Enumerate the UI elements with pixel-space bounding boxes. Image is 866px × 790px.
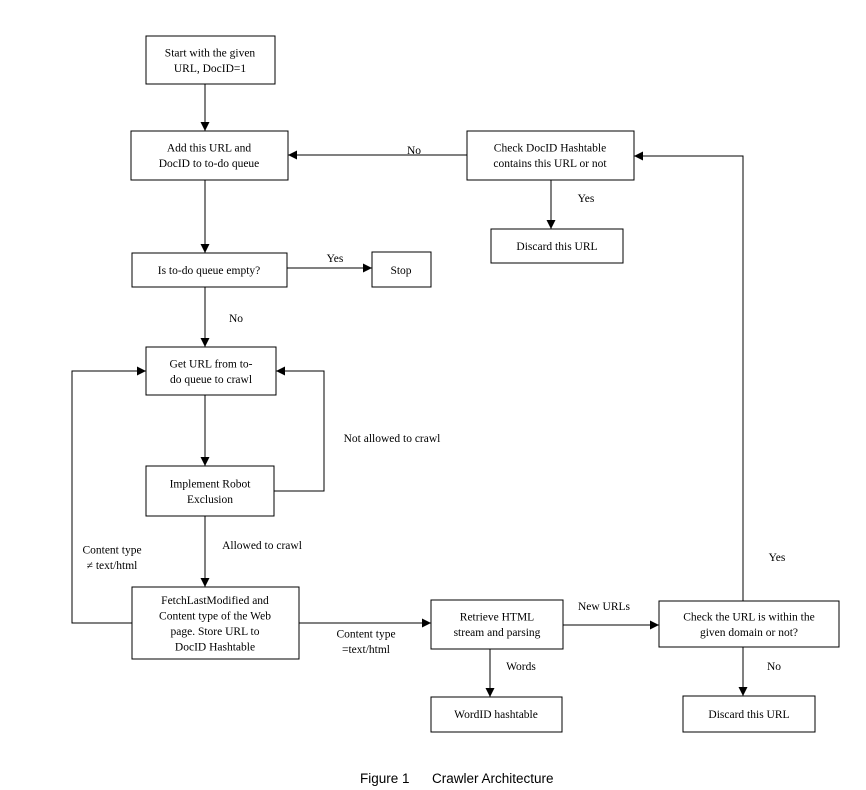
label-check-no: No — [407, 145, 421, 157]
edge-labels: No Yes Yes No Not allowed to crawl Allow… — [82, 145, 785, 673]
wordid-text-line: WordID hashtable — [454, 709, 538, 721]
label-domain-yes-line: Yes — [769, 552, 786, 564]
stop-text: Stop — [390, 265, 411, 277]
label-allowed: Allowed to crawl — [222, 540, 302, 552]
discard-bottom-text: Discard this URL — [708, 709, 789, 721]
fetch-text-line: FetchLastModified and — [161, 595, 269, 607]
label-domain-yes: Yes — [769, 552, 786, 564]
figure-caption: Figure 1 Crawler Architecture — [360, 771, 554, 786]
get-url-text-line: do queue to crawl — [170, 374, 252, 386]
add-url-text-line: DocID to to-do queue — [159, 158, 260, 170]
label-words: Words — [506, 661, 536, 673]
discard-bottom-text-line: Discard this URL — [708, 709, 789, 721]
add-url-box — [130, 130, 289, 181]
label-content-html-line: =text/html — [342, 644, 390, 656]
label-queue-no: No — [229, 313, 243, 325]
stop-box — [371, 251, 432, 288]
label-words-line: Words — [506, 661, 536, 673]
caption-figure-number: Figure 1 — [360, 771, 410, 786]
edge-domain-to-check-yes — [634, 151, 744, 601]
fetch-box — [131, 586, 300, 660]
label-content-not-html-line: Content type — [82, 544, 141, 556]
discard-bottom-box — [682, 695, 816, 733]
label-new-urls: New URLs — [578, 601, 631, 613]
edges — [71, 84, 748, 697]
check-docid-text: Check DocID Hashtable contains this URL o… — [493, 142, 607, 170]
label-check-yes-line: Yes — [578, 193, 595, 205]
queue-empty-box — [131, 252, 288, 288]
check-domain-text-line: given domain or not? — [700, 627, 798, 639]
start-box — [145, 35, 276, 85]
retrieve-text-line: stream and parsing — [454, 627, 541, 639]
fetch-text-line: page. Store URL to — [170, 626, 259, 638]
label-domain-no-line: No — [767, 661, 781, 673]
discard-top-box — [490, 228, 624, 264]
stop-text-line: Stop — [390, 265, 411, 277]
label-domain-no: No — [767, 661, 781, 673]
label-check-no-line: No — [407, 145, 421, 157]
start-text-line: Start with the given — [165, 47, 256, 59]
node-boxes — [130, 35, 840, 733]
start-text-line: URL, DocID=1 — [174, 63, 247, 75]
label-new-urls-line: New URLs — [578, 601, 631, 613]
add-url-text-line: Add this URL and — [167, 142, 251, 154]
get-url-text: Get URL from to-do queue to crawl — [170, 358, 253, 386]
label-content-html-line: Content type — [336, 628, 395, 640]
caption-title: Crawler Architecture — [432, 771, 554, 786]
discard-top-text: Discard this URL — [516, 241, 597, 253]
label-content-not-html: Content type ≠ text/html — [82, 544, 141, 572]
label-not-allowed-line: Not allowed to crawl — [344, 433, 441, 445]
label-queue-yes: Yes — [327, 253, 344, 265]
edge-robot-to-get-not-allowed — [274, 366, 325, 492]
check-docid-box — [466, 130, 635, 181]
check-domain-text-line: Check the URL is within the — [683, 611, 815, 623]
check-domain-text: Check the URL is within the given domain … — [683, 611, 815, 639]
robot-text-line: Implement Robot — [170, 478, 252, 490]
label-check-yes: Yes — [578, 193, 595, 205]
get-url-text-line: Get URL from to- — [170, 358, 253, 370]
fetch-text-line: DocID Hashtable — [175, 641, 255, 653]
label-queue-yes-line: Yes — [327, 253, 344, 265]
label-queue-no-line: No — [229, 313, 243, 325]
fetch-text-line: Content type of the Web — [159, 610, 271, 622]
robot-box — [145, 465, 275, 517]
retrieve-box — [430, 599, 564, 650]
label-allowed-line: Allowed to crawl — [222, 540, 302, 552]
check-docid-text-line: contains this URL or not — [493, 158, 607, 170]
retrieve-text: Retrieve HTML stream and parsing — [454, 611, 541, 639]
discard-top-text-line: Discard this URL — [516, 241, 597, 253]
queue-empty-text: Is to-do queue empty? — [158, 265, 261, 277]
wordid-box — [430, 696, 563, 733]
label-not-allowed: Not allowed to crawl — [344, 433, 441, 445]
retrieve-text-line: Retrieve HTML — [460, 611, 534, 623]
get-url-box — [145, 346, 277, 396]
check-docid-text-line: Check DocID Hashtable — [494, 142, 606, 154]
label-content-not-html-line: ≠ text/html — [87, 560, 138, 572]
edge-fetch-to-get-not-html — [71, 366, 146, 624]
label-content-html: Content type =text/html — [336, 628, 395, 656]
check-domain-box — [658, 600, 840, 648]
queue-empty-text-line: Is to-do queue empty? — [158, 265, 261, 277]
wordid-text: WordID hashtable — [454, 709, 538, 721]
robot-text-line: Exclusion — [187, 494, 233, 506]
